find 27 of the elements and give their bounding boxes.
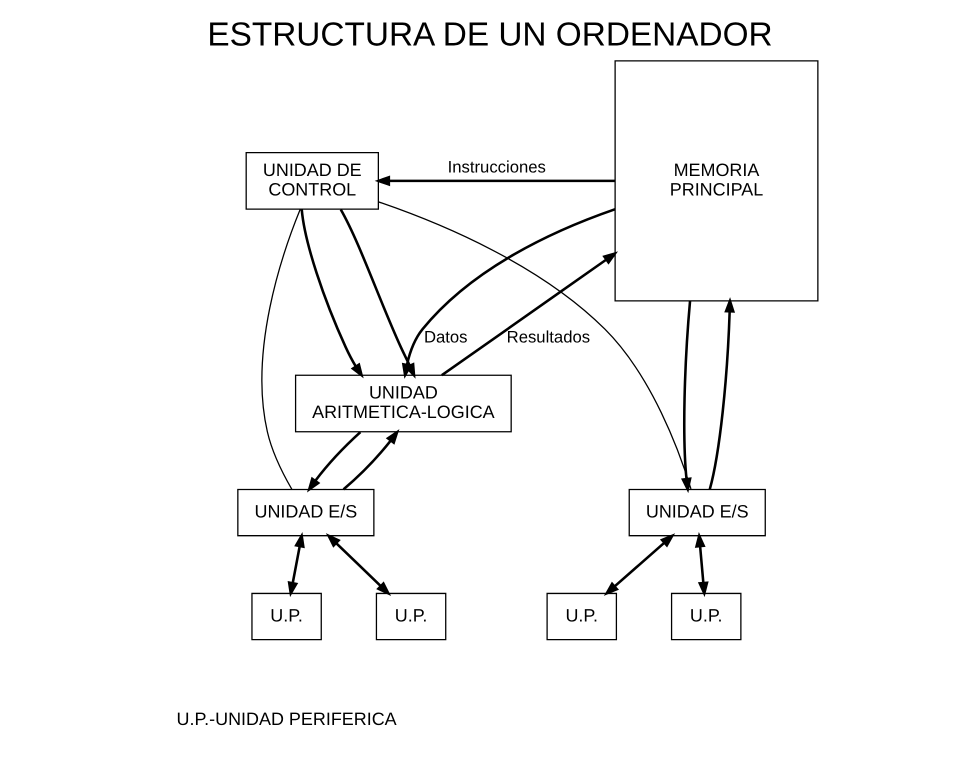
arrow xyxy=(440,251,618,376)
arrow xyxy=(603,533,675,596)
connector xyxy=(378,201,692,490)
arrow xyxy=(325,533,391,596)
diagram-title: ESTRUCTURA DE UN ORDENADOR xyxy=(206,16,772,54)
arrow xyxy=(708,297,735,490)
arrow xyxy=(342,429,399,490)
arrow xyxy=(374,175,614,186)
edge-label: Datos xyxy=(423,327,468,346)
arrow xyxy=(694,532,708,598)
node-box: MEMORIA PRINCIPAL xyxy=(614,60,818,302)
node-box: U.P. xyxy=(250,592,322,640)
node-box: UNIDAD E/S xyxy=(628,488,766,536)
edge-label: Instrucciones xyxy=(447,157,546,176)
arrow xyxy=(306,431,361,492)
node-box: U.P. xyxy=(546,592,617,640)
node-box: UNIDAD DE CONTROL xyxy=(245,152,378,210)
connector xyxy=(260,209,300,490)
node-box: UNIDAD E/S xyxy=(236,488,374,536)
edge-label: Resultados xyxy=(506,327,590,346)
arrow xyxy=(680,300,692,494)
label: U.P.-UNIDAD PERIFERICA xyxy=(176,709,396,730)
arrow xyxy=(287,532,304,598)
node-box: U.P. xyxy=(670,592,742,640)
node-box: U.P. xyxy=(375,592,446,640)
arrow xyxy=(300,209,364,378)
node-box: UNIDAD ARITMETICA-LOGICA xyxy=(294,374,512,432)
